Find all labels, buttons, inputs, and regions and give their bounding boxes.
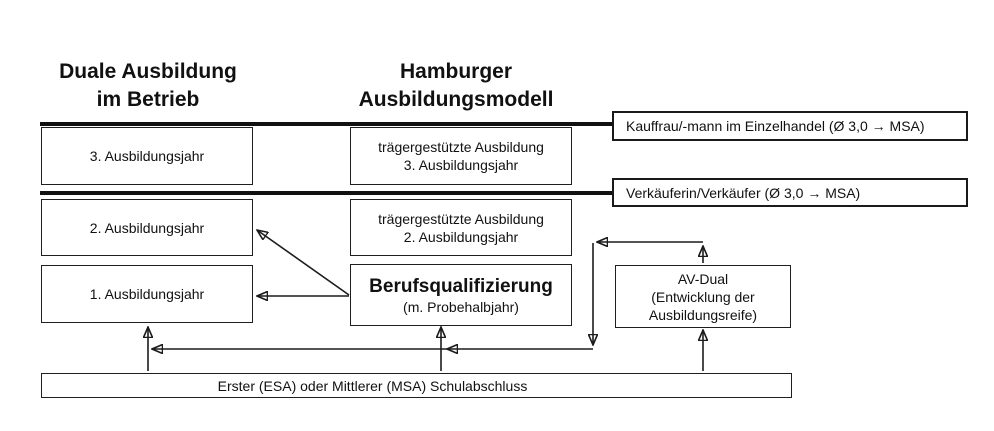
box-berufsqualifizierung: Berufsqualifizierung (m. Probehalbjahr)	[350, 264, 572, 326]
box-year3-traegergestuetzt: trägergestützte Ausbildung 3. Ausbildung…	[350, 127, 572, 185]
divider-year2	[40, 191, 612, 195]
berufsqualifizierung-subtitle: (m. Probehalbjahr)	[403, 298, 519, 315]
box-schulabschluss: Erster (ESA) oder Mittlerer (MSA) Schula…	[41, 373, 792, 398]
box-year1-betrieb: 1. Ausbildungsjahr	[41, 265, 253, 323]
divider-year3	[40, 122, 612, 126]
box-year3-betrieb: 3. Ausbildungsjahr	[41, 127, 253, 185]
arrow-bq-to-year2	[257, 230, 350, 296]
box-year2-traegergestuetzt: trägergestützte Ausbildung 2. Ausbildung…	[350, 199, 572, 256]
heading-hamburger-ausbildungsmodell: Hamburger Ausbildungsmodell	[358, 60, 554, 111]
box-year2-betrieb: 2. Ausbildungsjahr	[41, 199, 253, 256]
heading-duale-ausbildung: Duale Ausbildung im Betrieb	[59, 60, 237, 111]
berufsqualifizierung-title: Berufsqualifizierung	[369, 275, 553, 297]
box-kauffrau-einzelhandel: Kauffrau/-mann im Einzelhandel (Ø 3,0 → …	[612, 111, 968, 141]
box-av-dual: AV-Dual (Entwicklung der Ausbildungsreif…	[615, 265, 791, 328]
box-verkaeuferin-verkaeufer: Verkäuferin/Verkäufer (Ø 3,0 → MSA)	[612, 178, 968, 207]
